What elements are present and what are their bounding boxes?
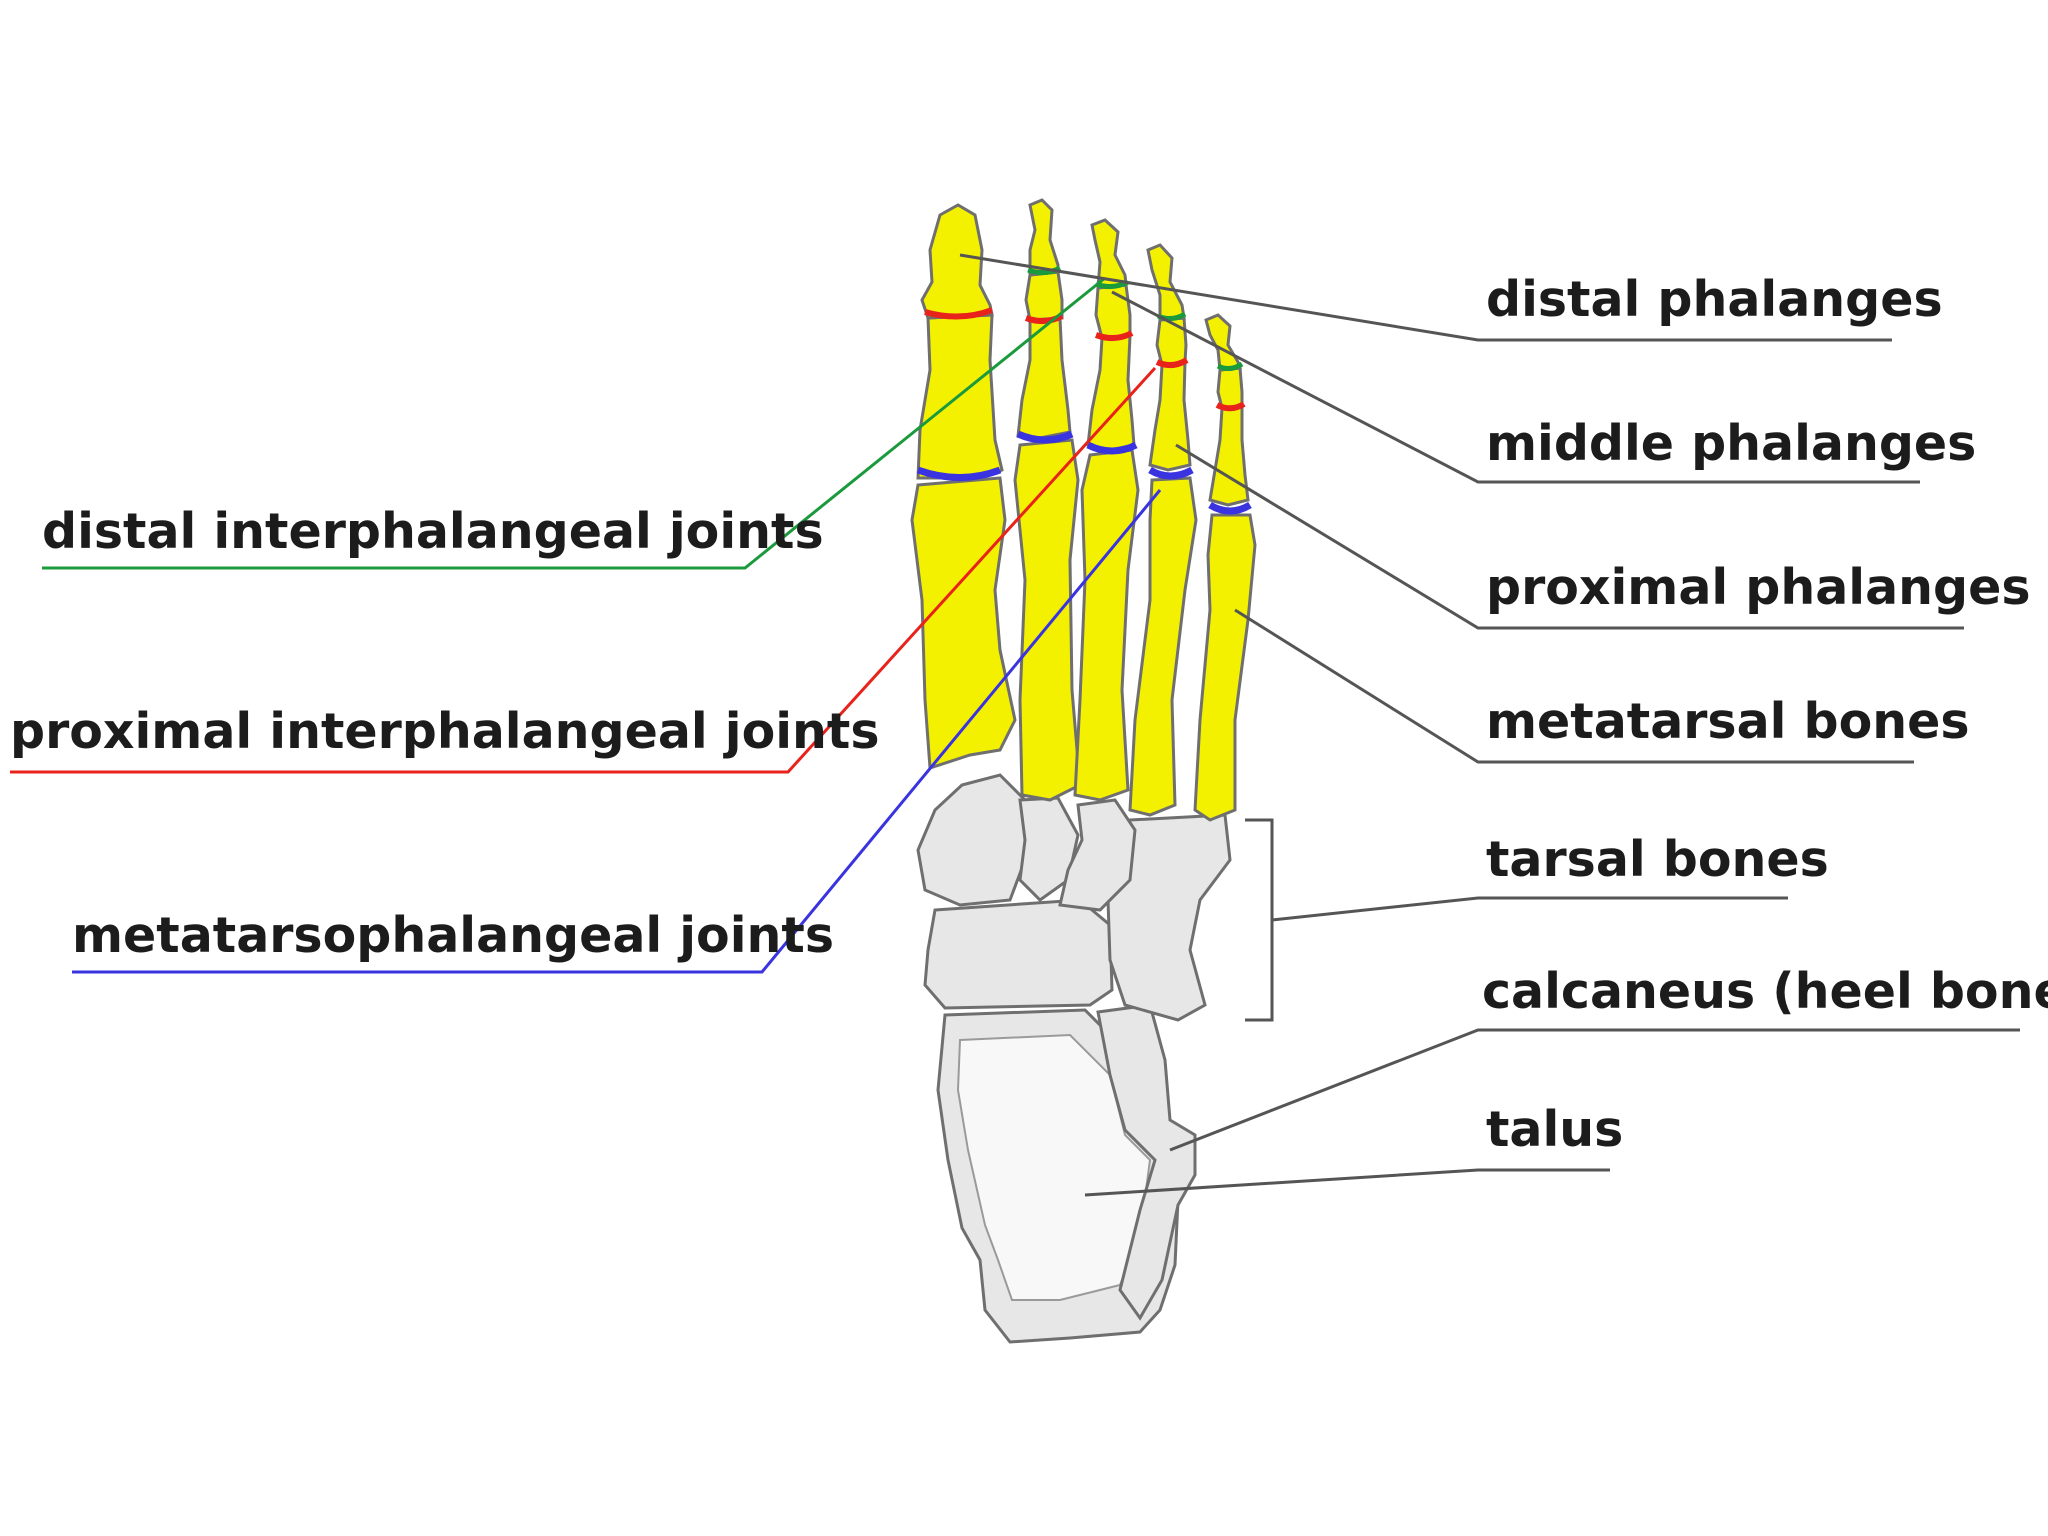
mtp-joint-4 — [1148, 466, 1194, 480]
distal-phalanx-1 — [920, 203, 994, 320]
talus-bone — [1096, 1003, 1197, 1321]
pip-joint-2 — [1024, 313, 1064, 324]
intermediate-cuneiform-bone — [1018, 796, 1080, 902]
proximal-phalanx-2 — [1016, 316, 1072, 440]
distal-phalanges — [920, 198, 1243, 372]
distal-phalanx-4 — [1146, 243, 1186, 322]
medial-cuneiform-bone — [916, 773, 1037, 907]
label-talus: talus — [1486, 1101, 1623, 1158]
pip-joint-5 — [1215, 401, 1246, 412]
label-distal-interphalangeal-joints: distal interphalangeal joints — [42, 503, 824, 560]
label-distal-phalanges: distal phalanges — [1486, 271, 1943, 328]
proximal-phalanges — [916, 313, 1250, 507]
proximal-phalanx-5 — [1208, 404, 1250, 507]
leader-proximal-interphalangeal — [10, 366, 1157, 774]
navicular-bone — [923, 898, 1114, 1010]
label-calcaneus: calcaneus (heel bone) — [1482, 963, 2048, 1020]
dip-joint-5 — [1216, 361, 1244, 372]
metatarsal-3 — [1073, 448, 1140, 802]
lateral-cuneiform-bone — [1058, 798, 1137, 912]
leader-proximal-phalanges — [1175, 443, 1964, 630]
leader-distal-interphalangeal — [42, 276, 1106, 570]
metatarsal-5 — [1193, 513, 1257, 822]
proximal-phalanx-4 — [1148, 360, 1192, 472]
middle-phalanx-4 — [1155, 316, 1188, 367]
middle-phalanx-5 — [1216, 366, 1244, 410]
metatarsophalangeal-joint-bands — [916, 430, 1252, 515]
leader-metatarsal-bones — [1234, 608, 1914, 764]
leader-calcaneus — [1169, 1028, 2020, 1152]
mtp-joint-5 — [1208, 501, 1252, 515]
mtp-joint-2 — [1016, 430, 1074, 444]
middle-phalanx-2 — [1024, 270, 1064, 322]
pip-joint-1 — [924, 307, 994, 320]
label-metatarsophalangeal-joints: metatarsophalangeal joints — [72, 907, 834, 964]
leader-middle-phalanges — [1111, 290, 1920, 484]
leader-distal-phalanges — [959, 253, 1892, 342]
mtp-joint-1 — [916, 466, 1002, 481]
label-middle-phalanges: middle phalanges — [1486, 415, 1976, 472]
metatarsal-1 — [910, 476, 1017, 771]
label-tarsal-bones: tarsal bones — [1486, 831, 1829, 888]
distal-phalanx-3 — [1090, 218, 1128, 290]
leader-talus — [1084, 1168, 1610, 1197]
distal-phalanx-2 — [1028, 198, 1060, 277]
metatarsal-2 — [1013, 438, 1082, 802]
metatarsal-bones — [910, 438, 1257, 822]
label-proximal-phalanges: proximal phalanges — [1486, 559, 2031, 616]
tarsal-bracket — [1245, 818, 1274, 1022]
proximal-interphalangeal-joint-bands — [924, 307, 1246, 412]
middle-phalanges — [1024, 270, 1244, 410]
leader-tarsal-bones — [1271, 896, 1788, 922]
metatarsal-4 — [1128, 476, 1198, 817]
leader-metatarsophalangeal — [72, 489, 1162, 974]
label-metatarsal-bones: metatarsal bones — [1486, 693, 1970, 750]
mtp-joint-3 — [1086, 441, 1138, 455]
pip-joint-3 — [1094, 330, 1134, 341]
label-proximal-interphalangeal-joints: proximal interphalangeal joints — [10, 703, 880, 760]
pip-joint-4 — [1155, 357, 1189, 368]
tarsal-bones — [916, 773, 1232, 1344]
dip-joint-2 — [1027, 265, 1062, 276]
